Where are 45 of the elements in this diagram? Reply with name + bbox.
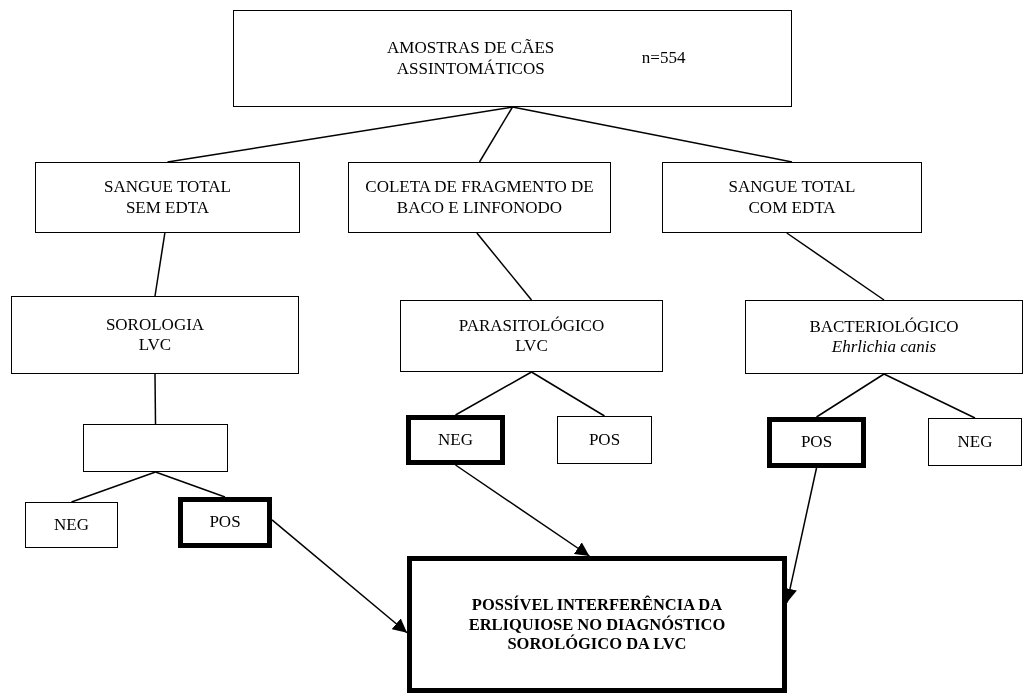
result-box — [767, 417, 866, 468]
box-text: SANGUE TOTAL SEM EDTA — [103, 177, 232, 218]
box-text: BACTERIOLÓGICO Ehrlichia canis — [808, 316, 960, 358]
box-text: n=554 — [641, 48, 686, 69]
result-box — [178, 497, 272, 548]
connector-line — [883, 373, 976, 419]
connector-line — [154, 471, 226, 498]
connector-line — [786, 232, 885, 301]
process-box — [233, 10, 792, 107]
process-box — [928, 418, 1022, 466]
connector-line — [154, 373, 157, 425]
process-box — [400, 300, 663, 372]
connector-line — [478, 106, 514, 163]
box-text: SANGUE TOTAL COM EDTA — [727, 177, 857, 218]
connector-line — [530, 371, 606, 417]
process-box — [662, 162, 922, 233]
result-box — [406, 415, 505, 465]
box-text: POSSÍVEL INTERFERÊNCIA DA ERLIQUIOSE NO DIAGNÓSTICO SOROLÓGICO DA LVC — [467, 594, 727, 655]
process-box — [35, 162, 300, 233]
box-text: AMOSTRAS DE CÃES ASSINTOMÁTICOS — [386, 38, 556, 79]
connector-line — [154, 232, 166, 297]
box-text: POS — [588, 429, 621, 451]
process-box — [745, 300, 1023, 374]
connector-line — [476, 232, 533, 301]
box-text: NEG — [957, 431, 993, 453]
box-text: NEG — [438, 429, 473, 451]
empty-box — [83, 424, 228, 472]
box-text: POS — [800, 432, 833, 453]
connector-line — [166, 106, 514, 163]
box-text: COLETA DE FRAGMENTO DE BACO E LINFONODO — [364, 177, 595, 218]
arrow — [271, 519, 408, 634]
connector-line — [511, 106, 793, 163]
process-box — [11, 296, 299, 374]
result-box — [407, 556, 787, 693]
connector-line — [815, 373, 885, 418]
process-box — [348, 162, 611, 233]
process-box — [557, 416, 652, 464]
process-box — [25, 502, 118, 548]
connector-line — [454, 371, 533, 416]
box-text: POS — [209, 512, 241, 533]
box-text: PARASITOLÓGICO LVC — [458, 315, 605, 357]
box-text: NEG — [54, 514, 89, 536]
connector-line — [70, 471, 157, 503]
box-text: SOROLOGIA LVC — [104, 314, 206, 356]
arrow — [454, 464, 591, 557]
